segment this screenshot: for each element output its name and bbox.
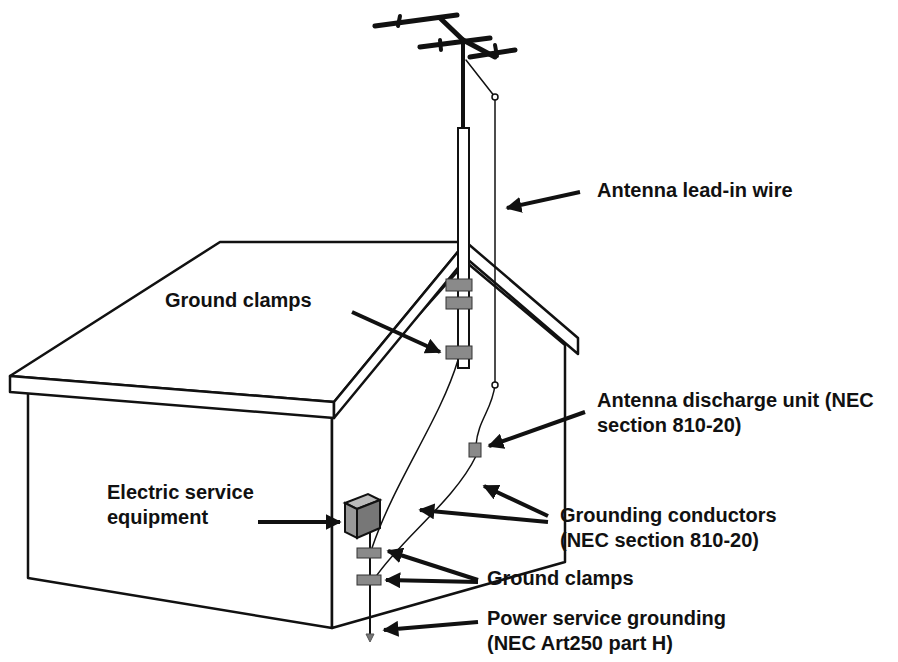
roof bbox=[10, 242, 466, 402]
leader-arrow bbox=[420, 510, 548, 522]
antenna-boom bbox=[440, 18, 463, 40]
grounding-conductor bbox=[372, 360, 458, 548]
ground-rod bbox=[366, 634, 374, 642]
antenna-element bbox=[440, 40, 441, 50]
lead-in-wire bbox=[494, 97, 496, 385]
callout-label: Antenna lead-in wire bbox=[597, 178, 887, 203]
standoff bbox=[492, 94, 498, 100]
grounding-conductor bbox=[375, 456, 476, 578]
callout-label: Grounding conductors (NEC section 810-20… bbox=[560, 503, 818, 553]
ground-clamp bbox=[446, 346, 472, 359]
leader-arrow bbox=[489, 412, 585, 446]
callout-label: Power service grounding (NEC Art250 part… bbox=[487, 606, 762, 656]
lead-in-wire bbox=[476, 385, 495, 445]
ground-clamp bbox=[446, 279, 472, 291]
antenna-element bbox=[420, 38, 490, 47]
callout-label: Electric service equipment bbox=[107, 480, 307, 530]
service-box bbox=[345, 503, 357, 538]
standoff bbox=[492, 382, 498, 388]
antenna-element bbox=[398, 16, 400, 26]
antenna-mast bbox=[458, 128, 469, 368]
leader-arrow bbox=[352, 312, 440, 352]
leader-arrow bbox=[388, 551, 478, 580]
callout-label: Antenna discharge unit (NEC section 810-… bbox=[597, 388, 879, 438]
antenna-boom bbox=[463, 40, 495, 57]
gable-fascia bbox=[334, 242, 578, 418]
ground-clamp bbox=[357, 548, 381, 558]
service-box bbox=[357, 500, 380, 538]
leader-arrow bbox=[258, 520, 340, 524]
leader-arrow bbox=[384, 622, 478, 630]
mast-top bbox=[461, 40, 465, 130]
side-wall bbox=[28, 390, 332, 628]
lead-in-wire bbox=[466, 60, 495, 97]
ground-clamp bbox=[446, 297, 472, 309]
roof-edge bbox=[10, 376, 334, 418]
callout-label: Ground clamps bbox=[165, 288, 355, 313]
ground-clamp bbox=[357, 575, 381, 585]
discharge-unit bbox=[469, 443, 481, 457]
leader-arrow bbox=[386, 580, 478, 582]
leader-arrow bbox=[507, 192, 580, 208]
callout-label: Ground clamps bbox=[487, 566, 687, 591]
leader-arrow bbox=[484, 486, 548, 516]
